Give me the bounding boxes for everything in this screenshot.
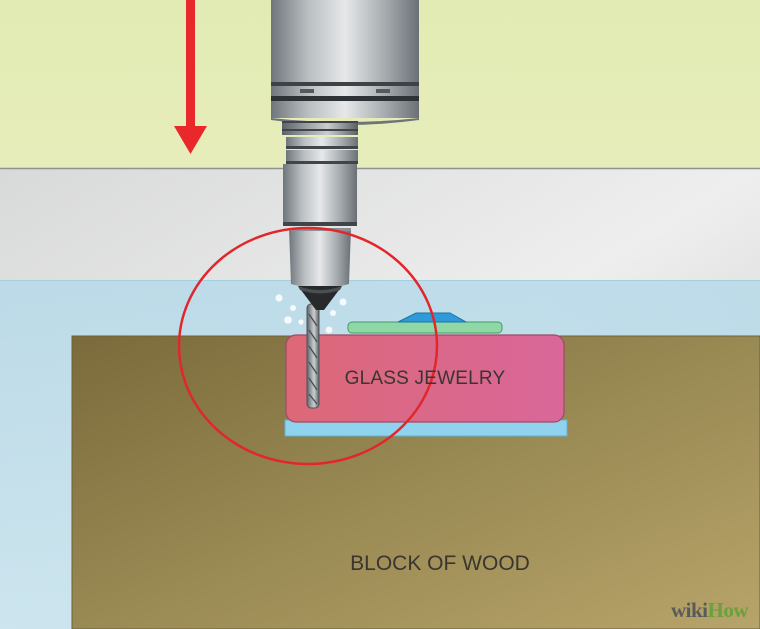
watermark-part-b: How: [707, 598, 749, 622]
green-glass-piece: [347, 321, 503, 334]
wood-block-label: BLOCK OF WOOD: [350, 552, 530, 575]
drill-tool: [271, 0, 419, 310]
watermark-logo: wikiHow: [670, 598, 749, 623]
glass-jewelry: [285, 334, 565, 423]
highlight-circle-icon: [177, 226, 439, 466]
down-arrow-icon: [174, 0, 207, 154]
drill-bit: [306, 303, 320, 409]
glass-jewelry-label: GLASS JEWELRY: [344, 368, 506, 389]
watermark-part-a: wiki: [670, 598, 708, 622]
water-bubble-icon: [275, 294, 347, 334]
